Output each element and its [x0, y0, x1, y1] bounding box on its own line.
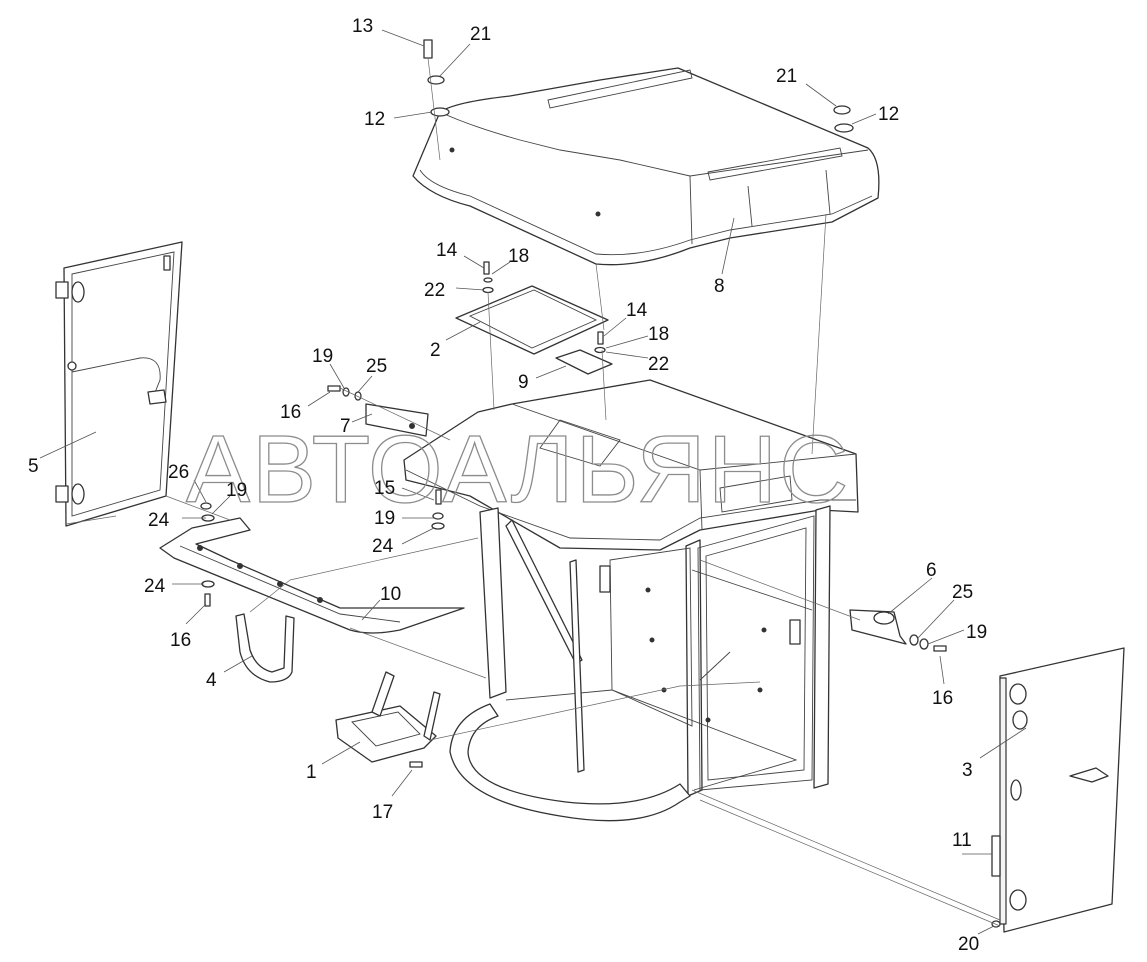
callout-1: 1	[306, 762, 317, 783]
left-door	[55, 241, 183, 527]
callout-6: 6	[926, 560, 937, 581]
callout-19-beam: 19	[226, 480, 247, 501]
callout-11: 11	[952, 830, 972, 851]
callout-12-right: 12	[878, 104, 899, 125]
handle-part	[235, 613, 295, 683]
roof-part	[412, 67, 880, 266]
leader-lines	[39, 29, 1027, 935]
beam-part	[159, 517, 465, 634]
callout-7: 7	[340, 416, 351, 437]
callout-16-bracket: 16	[280, 402, 301, 423]
callout-12-left: 12	[364, 109, 385, 130]
callout-9: 9	[518, 372, 529, 393]
callout-18-top: 18	[508, 246, 529, 267]
callout-10: 10	[380, 584, 401, 605]
callout-17: 17	[372, 802, 393, 823]
callout-18-mid: 18	[648, 324, 669, 345]
callout-22-top: 22	[424, 280, 445, 301]
callout-21-right: 21	[776, 66, 797, 87]
watermark-text: АВТОАЛЬЯНС	[186, 416, 850, 523]
callout-25-left: 25	[366, 356, 387, 377]
roof-bolt-assembly	[423, 39, 854, 161]
hatch-panel	[455, 261, 613, 375]
step-part	[335, 671, 441, 768]
cab-frame	[403, 379, 859, 822]
callout-25-right: 25	[952, 582, 973, 603]
callout-19-bracket: 19	[312, 346, 333, 367]
callout-labels: 13 21 12 21 12 8 14 18 22 2 14 18 22 9 1…	[28, 16, 987, 955]
bracket-right	[849, 609, 947, 652]
callout-4: 4	[206, 670, 217, 691]
callout-24-low: 24	[144, 576, 166, 597]
callout-3: 3	[962, 760, 973, 781]
callout-26: 26	[168, 462, 189, 483]
assembly-axes	[65, 213, 1001, 927]
right-door	[991, 647, 1125, 933]
callout-19-right: 19	[966, 622, 987, 643]
callout-24-top: 24	[148, 510, 170, 531]
callout-24-frame: 24	[372, 536, 394, 557]
callout-15: 15	[374, 478, 395, 499]
callout-21-top: 21	[470, 24, 491, 45]
callout-14-mid: 14	[626, 300, 648, 321]
callout-13: 13	[352, 16, 373, 37]
callout-2: 2	[430, 340, 441, 361]
callout-16-right: 16	[932, 688, 953, 709]
callout-16-beam: 16	[170, 630, 191, 651]
callout-8: 8	[714, 276, 725, 297]
callout-22-mid: 22	[648, 354, 669, 375]
callout-5: 5	[28, 456, 39, 477]
callout-14-top: 14	[436, 240, 458, 261]
callout-19-frame: 19	[374, 508, 395, 529]
callout-20: 20	[958, 934, 979, 955]
